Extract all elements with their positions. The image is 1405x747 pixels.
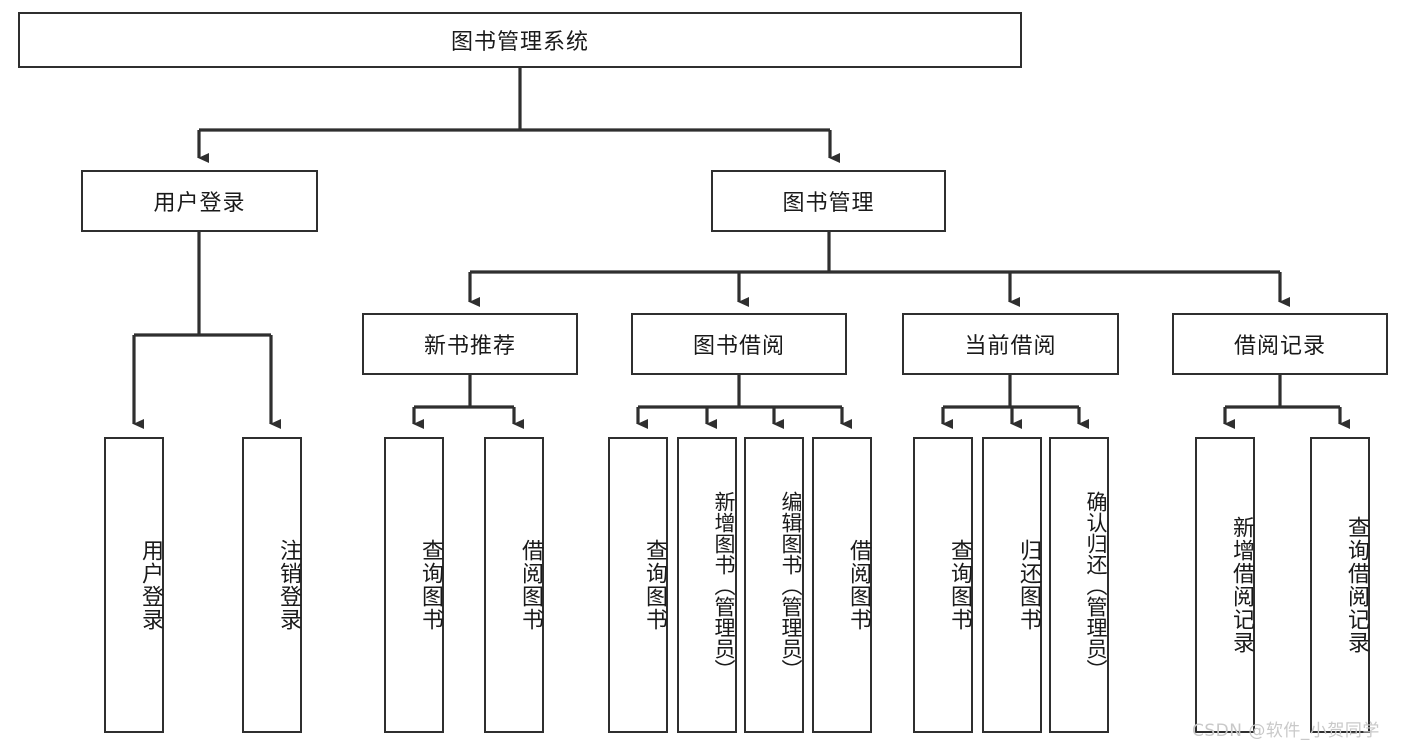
node-current-borrow[interactable]: 当前借阅 <box>902 313 1119 375</box>
node-book-management[interactable]: 图书管理 <box>711 170 946 232</box>
leaf-add-borrow-record[interactable]: 新增借阅记录 <box>1195 437 1255 733</box>
node-new-book-recommend[interactable]: 新书推荐 <box>362 313 578 375</box>
leaf-query-book-recommend[interactable]: 查询图书 <box>384 437 444 733</box>
leaf-add-book-admin[interactable]: 新增图书（管理员） <box>677 437 737 733</box>
node-root[interactable]: 图书管理系统 <box>18 12 1022 68</box>
leaf-edit-book-admin[interactable]: 编辑图书（管理员） <box>744 437 804 733</box>
leaf-confirm-return-admin[interactable]: 确认归还（管理员） <box>1049 437 1109 733</box>
node-user-login[interactable]: 用户登录 <box>81 170 318 232</box>
leaf-user-login[interactable]: 用户登录 <box>104 437 164 733</box>
leaf-borrow-book[interactable]: 借阅图书 <box>812 437 872 733</box>
node-book-borrow[interactable]: 图书借阅 <box>631 313 847 375</box>
leaf-borrow-book-recommend[interactable]: 借阅图书 <box>484 437 544 733</box>
leaf-query-book-current[interactable]: 查询图书 <box>913 437 973 733</box>
leaf-query-borrow-record[interactable]: 查询借阅记录 <box>1310 437 1370 733</box>
node-borrow-record[interactable]: 借阅记录 <box>1172 313 1388 375</box>
leaf-user-logout[interactable]: 注销登录 <box>242 437 302 733</box>
leaf-return-book[interactable]: 归还图书 <box>982 437 1042 733</box>
leaf-query-book-borrow[interactable]: 查询图书 <box>608 437 668 733</box>
csdn-watermark: CSDN @软件_小贺同学 <box>1192 721 1380 741</box>
